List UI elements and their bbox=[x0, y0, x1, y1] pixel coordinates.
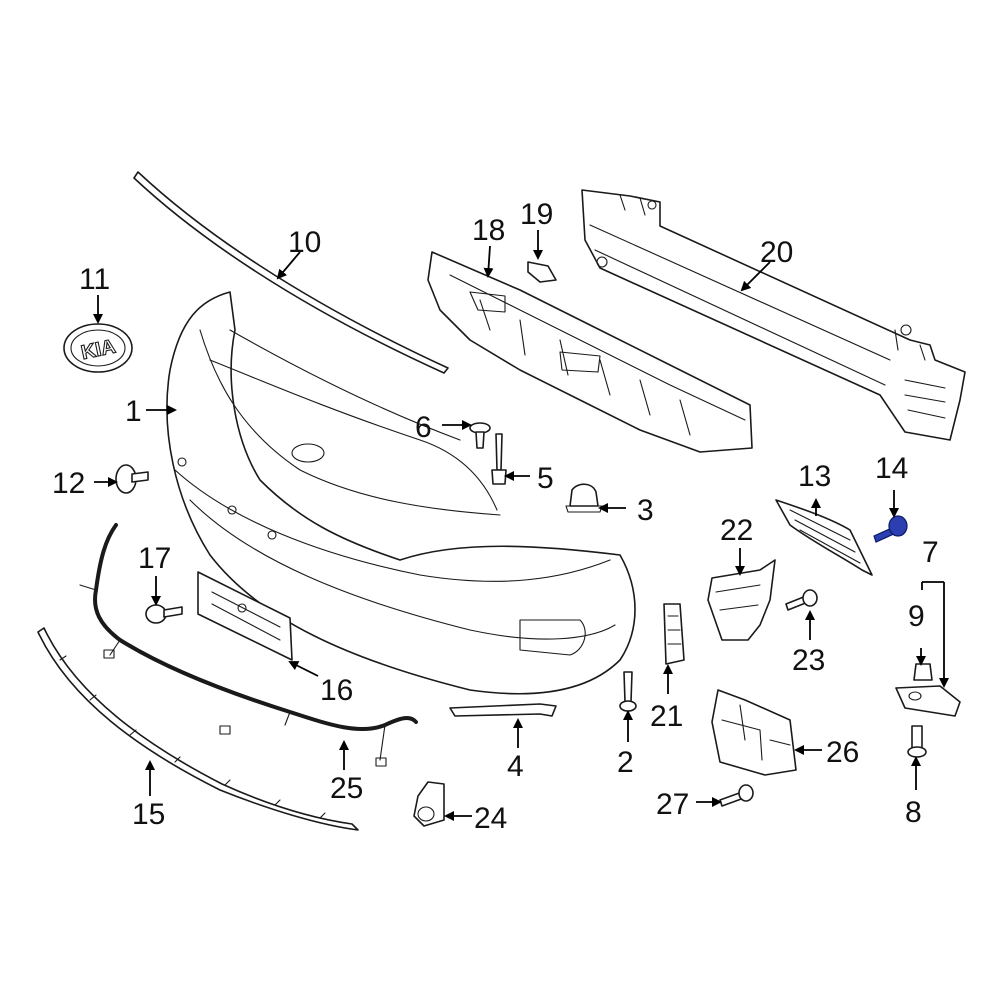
reinforcement-beam bbox=[581, 189, 966, 441]
nut-clip-3 bbox=[565, 483, 603, 513]
side-bracket-22 bbox=[707, 559, 776, 641]
bolt-27 bbox=[719, 784, 754, 807]
lower-molding bbox=[37, 627, 359, 831]
callout-14: 14 bbox=[875, 452, 908, 485]
callout-8: 8 bbox=[905, 796, 922, 829]
callout-15: 15 bbox=[132, 798, 165, 831]
bolt-8 bbox=[907, 725, 927, 758]
bumper-cover bbox=[166, 291, 636, 695]
license-plate-bracket bbox=[197, 571, 293, 661]
callout-16: 16 bbox=[320, 674, 353, 707]
callout-17: 17 bbox=[138, 542, 171, 575]
callout-26: 26 bbox=[826, 736, 859, 769]
emblem: KIA bbox=[63, 323, 133, 373]
callout-21: 21 bbox=[650, 700, 683, 733]
clip-9 bbox=[913, 663, 933, 681]
leader-lines bbox=[93, 230, 949, 821]
callout-6: 6 bbox=[415, 411, 432, 444]
parking-sensor bbox=[413, 781, 445, 827]
callout-10: 10 bbox=[288, 226, 321, 259]
callout-3: 3 bbox=[637, 494, 654, 527]
callout-9: 9 bbox=[908, 600, 925, 633]
callout-11: 11 bbox=[79, 263, 110, 296]
callout-13: 13 bbox=[798, 460, 831, 493]
fastener-6 bbox=[469, 422, 491, 449]
callout-1: 1 bbox=[125, 395, 142, 428]
callout-4: 4 bbox=[507, 750, 524, 783]
clip-17 bbox=[145, 604, 183, 624]
callout-5: 5 bbox=[537, 462, 554, 495]
lower-trim-piece-4 bbox=[449, 703, 557, 717]
callout-24: 24 bbox=[474, 802, 507, 835]
callout-labels: 1 2 3 4 5 6 7 8 9 10 11 12 13 14 15 16 1… bbox=[52, 198, 939, 835]
side-grille-insert bbox=[775, 499, 873, 576]
highlighted-bolt-14 bbox=[873, 515, 908, 543]
mounting-bracket-7 bbox=[895, 685, 961, 717]
rivet-5 bbox=[491, 433, 507, 485]
screw-2 bbox=[619, 671, 637, 712]
bolt-23 bbox=[785, 589, 818, 611]
callout-7: 7 bbox=[922, 536, 939, 569]
callout-20: 20 bbox=[760, 236, 793, 269]
push-pin-clip bbox=[115, 464, 149, 494]
energy-absorber bbox=[427, 251, 753, 453]
callout-2: 2 bbox=[617, 746, 634, 779]
wiring-harness bbox=[79, 523, 418, 767]
callout-19: 19 bbox=[520, 198, 553, 231]
callout-18: 18 bbox=[472, 214, 505, 247]
upper-molding-strip bbox=[133, 171, 449, 374]
callout-22: 22 bbox=[720, 514, 753, 547]
bracket-clip bbox=[527, 261, 557, 283]
module-bracket-26 bbox=[711, 689, 797, 776]
callout-12: 12 bbox=[52, 467, 85, 500]
callout-25: 25 bbox=[330, 772, 363, 805]
callout-27: 27 bbox=[656, 788, 689, 821]
callout-23: 23 bbox=[792, 644, 825, 677]
retainer-21 bbox=[663, 603, 685, 665]
